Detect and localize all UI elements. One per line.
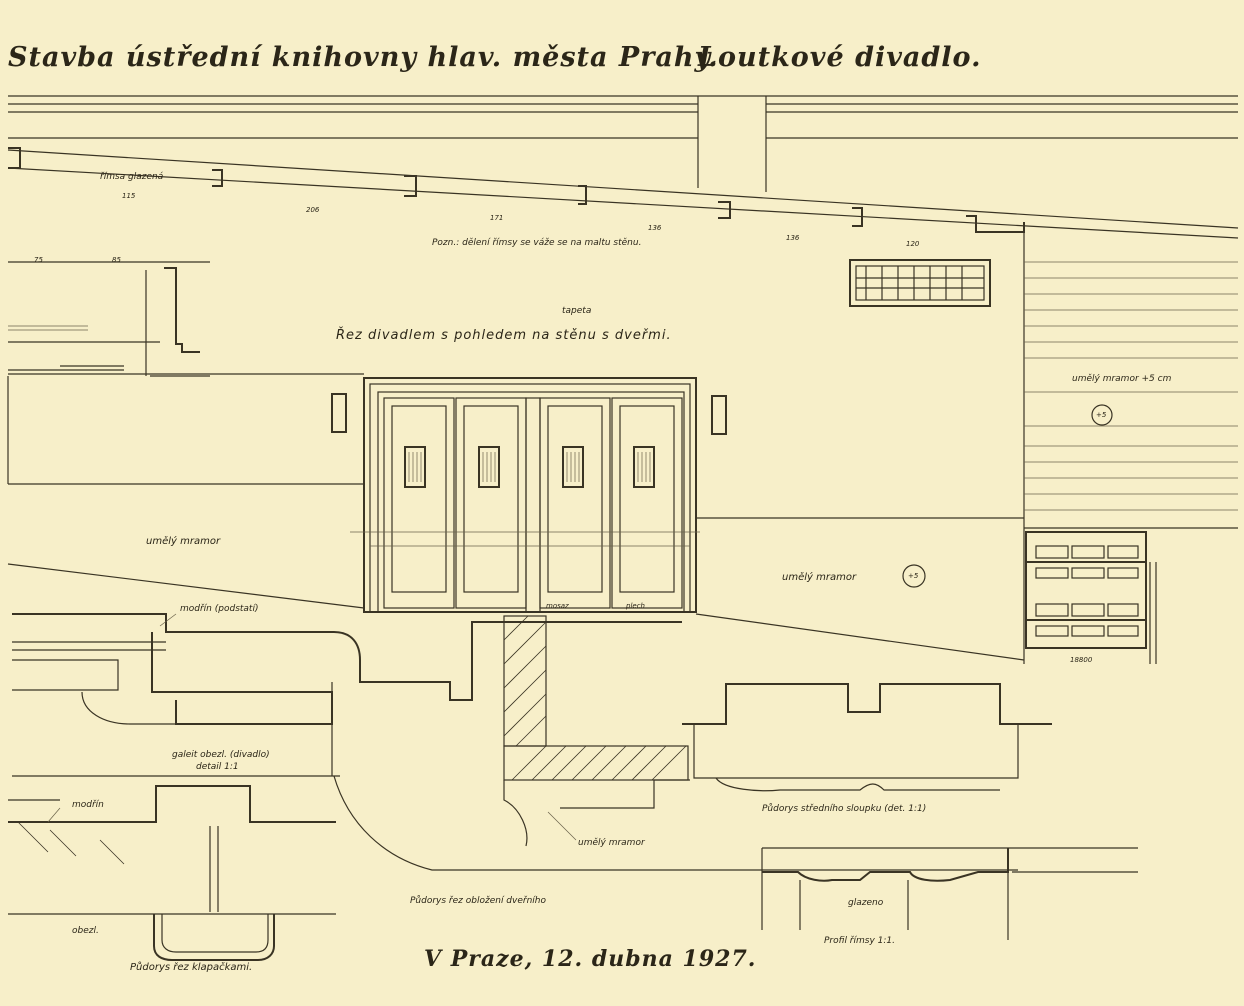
- dim-171: 171: [490, 214, 504, 222]
- dim-206: 206: [306, 206, 320, 214]
- left-profile-detail: [8, 261, 210, 377]
- dim-75: 75: [34, 256, 43, 264]
- cornice-section: [7, 95, 1239, 239]
- label-pudorys-klap: Půdorys řez klapačkami.: [130, 962, 253, 973]
- label-pudorys-obloz: Půdorys řez obložení dveřního: [410, 896, 546, 906]
- label-modrin: modřín: [72, 800, 104, 810]
- callout-plus5-mid: +5: [908, 572, 919, 580]
- plan-details: [8, 613, 1138, 961]
- label-rimsa: římsa glazená: [100, 172, 164, 182]
- drawing-subtitle: Loutkové divadlo.: [698, 42, 982, 73]
- dim-120: 120: [906, 240, 920, 248]
- label-mramor-left: umělý mramor: [146, 536, 221, 547]
- wall-elevation: [7, 222, 1238, 664]
- label-tapeta: tapeta: [562, 306, 592, 316]
- label-profil: Profil římsy 1:1.: [824, 936, 895, 946]
- dim-136a: 136: [648, 224, 662, 232]
- level-mark: 18800: [1070, 656, 1093, 664]
- label-plech: plech: [626, 602, 645, 610]
- section-caption: Řez divadlem s pohledem na stěnu s dveřm…: [336, 328, 672, 343]
- label-modrin-podstati: modřín (podstatí): [180, 604, 259, 614]
- label-galeit: galeit obezl. (divadlo): [172, 750, 270, 760]
- vent-grille-bottom: [1025, 531, 1157, 664]
- callout-plus5-right: +5: [1096, 411, 1107, 419]
- label-mosaz: mosaz: [546, 602, 569, 610]
- drawing-title: Stavba ústřední knihovny hlav. města Pra…: [8, 42, 719, 73]
- dim-85: 85: [112, 256, 121, 264]
- label-detail: detail 1:1: [196, 762, 239, 772]
- label-pudorys-sloupku: Půdorys středního sloupku (det. 1:1): [762, 804, 927, 814]
- label-note: Pozn.: dělení římsy se váže se na maltu …: [432, 238, 642, 248]
- label-glazeno: glazeno: [848, 898, 884, 908]
- label-mramor-bottom: umělý mramor: [578, 838, 645, 848]
- dim-136b: 136: [786, 234, 800, 242]
- signature-date: V Praze, 12. dubna 1927.: [424, 946, 757, 972]
- label-obezl: obezl.: [72, 926, 99, 936]
- label-mramor-mid: umělý mramor: [782, 572, 857, 583]
- vent-grille-top: [849, 259, 991, 307]
- door-assembly: [350, 377, 700, 613]
- label-mramor-right: umělý mramor +5 cm: [1072, 374, 1172, 384]
- dim-115: 115: [122, 192, 136, 200]
